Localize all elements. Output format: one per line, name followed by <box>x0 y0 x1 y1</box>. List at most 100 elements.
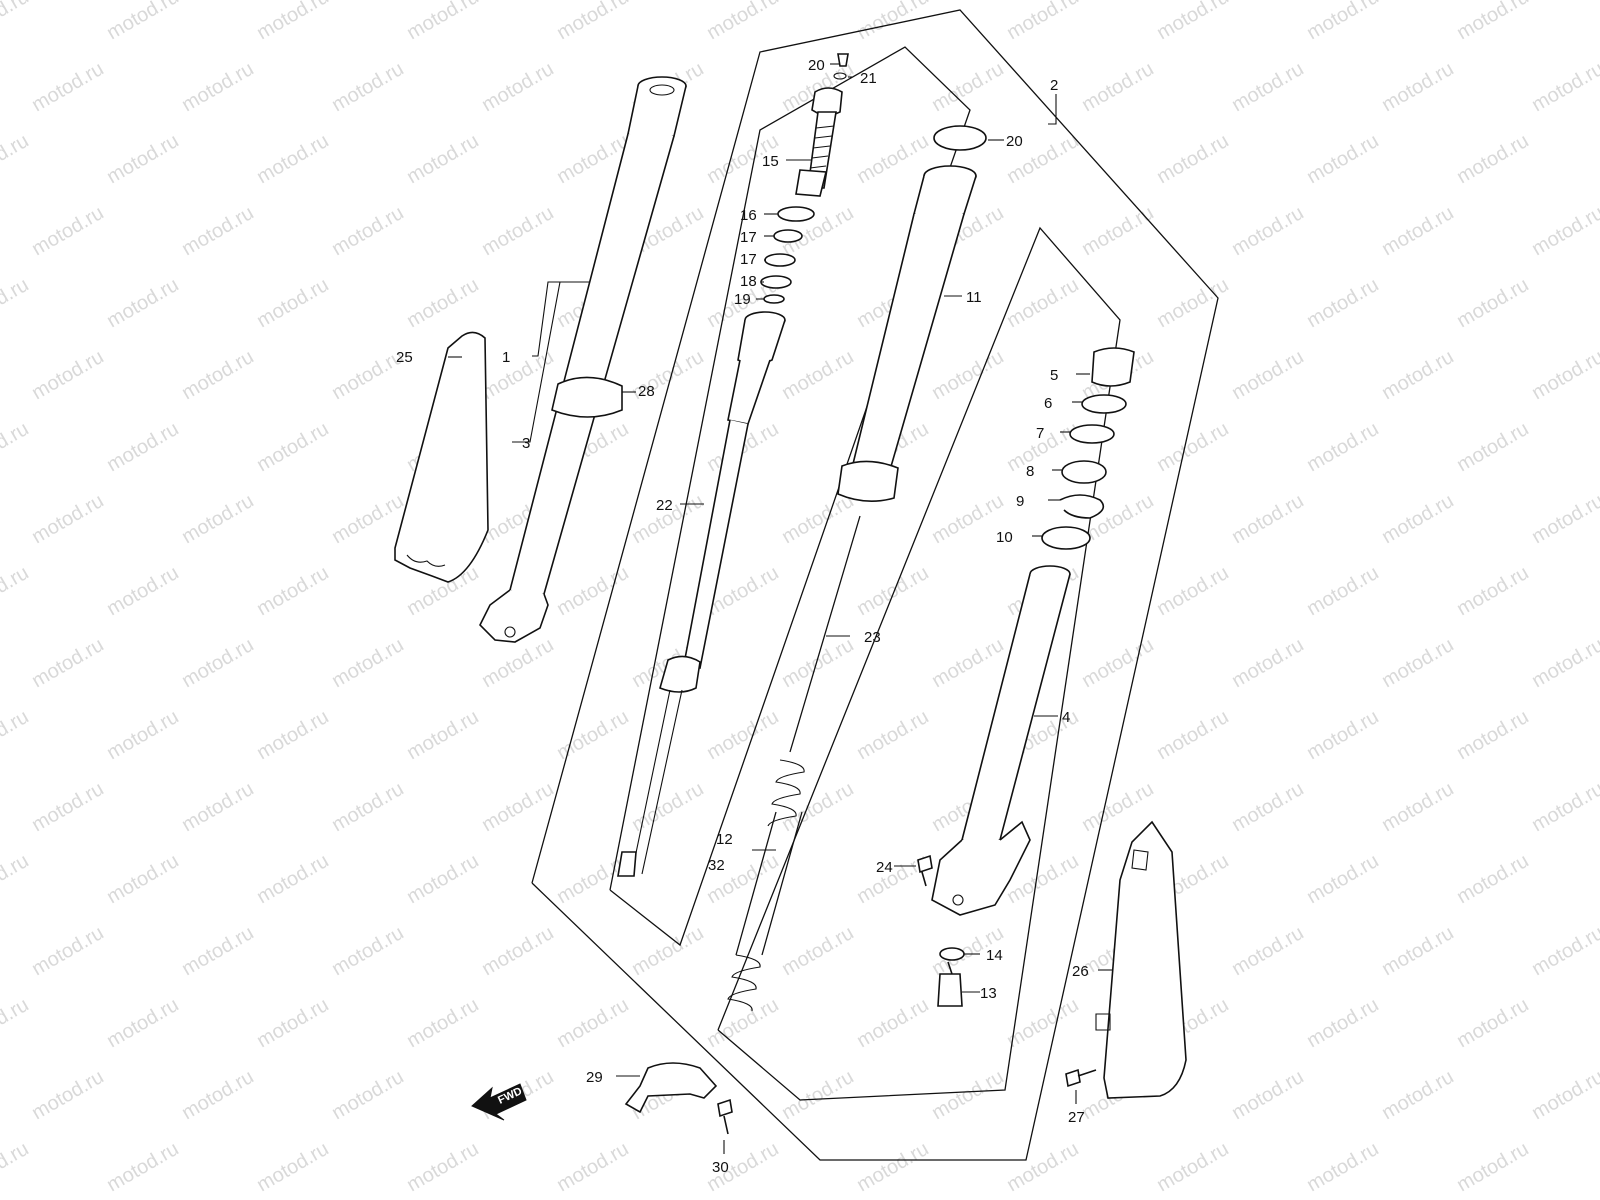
watermark-text: motod.ru <box>1453 562 1532 621</box>
watermark-text: motod.ru <box>778 1066 857 1125</box>
watermark-text: motod.ru <box>1303 994 1382 1053</box>
watermark-text: motod.ru <box>253 706 332 765</box>
bushing-6 <box>1081 394 1127 414</box>
watermark-text: motod.ru <box>928 634 1007 693</box>
callout-4: 4 <box>1062 709 1070 726</box>
watermark-text: motod.ru <box>1153 130 1232 189</box>
callout-27: 26 <box>1072 963 1089 980</box>
watermark-text: motod.ru <box>403 994 482 1053</box>
watermark-text: motod.ru <box>1078 202 1157 261</box>
callout-19: 19 <box>734 291 751 308</box>
watermark-text: motod.ru <box>1303 562 1382 621</box>
watermark-text: motod.ru <box>1378 778 1457 837</box>
watermark-text: motod.ru <box>553 706 632 765</box>
oil-seal-8 <box>1061 460 1107 484</box>
callout-7: 7 <box>1036 425 1044 442</box>
callout-21: 20 <box>808 57 825 74</box>
watermark-text: motod.ru <box>103 850 182 909</box>
watermark-text: motod.ru <box>403 0 482 44</box>
watermark-text: motod.ru <box>0 274 33 333</box>
watermark-text: motod.ru <box>253 130 332 189</box>
washer-14 <box>939 947 965 961</box>
watermark-text: motod.ru <box>1378 1066 1457 1125</box>
fork-guard-right <box>1103 820 1187 1099</box>
callout-11: 11 <box>966 289 982 306</box>
watermark-text: motod.ru <box>928 1066 1007 1125</box>
watermark-text: motod.ru <box>178 202 257 261</box>
watermark-text: motod.ru <box>1453 418 1532 477</box>
callout-29: 28 <box>638 383 655 400</box>
watermark-text: motod.ru <box>178 634 257 693</box>
watermark-text: motod.ru <box>853 562 932 621</box>
watermark-text: motod.ru <box>28 778 107 837</box>
watermark-text: motod.ru <box>1378 58 1457 117</box>
watermark-text: motod.ru <box>178 778 257 837</box>
watermark-text: motod.ru <box>328 490 407 549</box>
watermark-text: motod.ru <box>328 922 407 981</box>
watermark-text: motod.ru <box>1528 346 1600 405</box>
fork-guard-left-notch <box>406 554 446 567</box>
watermark-text: motod.ru <box>0 706 33 765</box>
valve-13 <box>937 961 963 1007</box>
fwd-arrow-icon: FWD <box>471 1083 527 1121</box>
fork-outer-tube-right <box>931 565 1071 916</box>
leader-lines <box>448 63 1112 1154</box>
dust-seal-10 <box>1041 526 1091 550</box>
bolt-31 <box>717 1098 733 1135</box>
watermark-text: motod.ru <box>0 562 33 621</box>
watermark-text: motod.ru <box>1153 706 1232 765</box>
watermark-text: motod.ru <box>1528 58 1600 117</box>
watermark-text: motod.ru <box>178 1066 257 1125</box>
callout-6: 6 <box>1044 395 1052 412</box>
watermark-text: motod.ru <box>328 1066 407 1125</box>
watermark-text: motod.ru <box>253 0 332 44</box>
fork-outer-tube-left <box>479 76 687 643</box>
watermark-text: motod.ru <box>1378 634 1457 693</box>
watermark-text: motod.ru <box>778 634 857 693</box>
watermark-text: motod.ru <box>703 706 782 765</box>
watermark-text: motod.ru <box>1303 706 1382 765</box>
watermark-text: motod.ru <box>478 778 557 837</box>
watermark-text: motod.ru <box>0 994 33 1053</box>
ring-17a <box>773 229 803 243</box>
watermark-text: motod.ru <box>1153 0 1232 44</box>
watermark-text: motod.ru <box>1153 1138 1232 1197</box>
watermark-text: motod.ru <box>1228 490 1307 549</box>
watermark-text: motod.ru <box>778 922 857 981</box>
callout-32: 32 <box>708 857 725 874</box>
watermark-text: motod.ru <box>1528 778 1600 837</box>
watermark-text: motod.ru <box>403 850 482 909</box>
watermark-text: motod.ru <box>1303 274 1382 333</box>
stopper-ring-9 <box>1059 494 1105 519</box>
watermark-text: motod.ru <box>1228 634 1307 693</box>
watermark-text: motod.ru <box>103 562 182 621</box>
watermark-text: motod.ru <box>1378 490 1457 549</box>
callout-17b: 17 <box>740 251 757 268</box>
watermark-text: motod.ru <box>1378 922 1457 981</box>
watermark-text: motod.ru <box>1303 850 1382 909</box>
ring-19 <box>763 294 785 304</box>
watermark-text: motod.ru <box>103 418 182 477</box>
watermark-text: motod.ru <box>28 490 107 549</box>
watermark-text: motod.ru <box>853 0 932 44</box>
watermark-text: motod.ru <box>478 58 557 117</box>
callout-20: 20 <box>1006 133 1023 150</box>
callout-12: 12 <box>716 831 733 848</box>
watermark-text: motod.ru <box>853 994 932 1053</box>
callout-26: 25 <box>396 349 413 366</box>
damper-cap-assembly <box>795 53 849 197</box>
watermark-text: motod.ru <box>853 130 932 189</box>
callout-5: 5 <box>1050 367 1058 384</box>
bolt-25 <box>917 854 933 887</box>
watermark-text: motod.ru <box>1453 0 1532 44</box>
ring-16 <box>777 206 815 222</box>
callout-18: 18 <box>740 273 757 290</box>
watermark-text: motod.ru <box>553 994 632 1053</box>
watermark-text: motod.ru <box>103 994 182 1053</box>
watermark-text: motod.ru <box>178 922 257 981</box>
watermark-text: motod.ru <box>1528 490 1600 549</box>
watermark-text: motod.ru <box>1303 418 1382 477</box>
watermark-text: motod.ru <box>1228 778 1307 837</box>
bolt-28 <box>1065 1068 1097 1088</box>
push-rod <box>789 515 861 753</box>
